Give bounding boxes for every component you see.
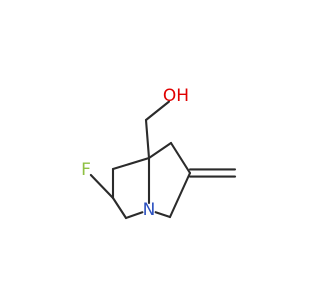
bond-o-c-oh: [144, 100, 171, 122]
bond-c-right-bottom-c-exo: [168, 171, 192, 219]
bond-line: [89, 173, 115, 200]
bond-line: [168, 171, 192, 219]
atom-label-n: N: [143, 200, 156, 220]
atom-label-layer: OH F N: [81, 86, 189, 220]
bond-c-bridge-c-left-top: [111, 156, 151, 171]
bond-line: [144, 100, 171, 122]
bond-line: [144, 118, 151, 160]
bond-line: [111, 156, 151, 171]
bond-line: [124, 211, 144, 220]
atom-label-o: OH: [163, 86, 189, 106]
molecule-structure: OH F N: [81, 86, 237, 220]
bond-layer: [89, 100, 237, 220]
bond-c-oh-c-bridge: [144, 118, 151, 160]
bond-c-left-bottom-n: [124, 211, 144, 220]
bond-c-cf-c-left-bottom: [111, 196, 128, 220]
bond-line: [147, 141, 173, 160]
bond-c-cf-f: [89, 173, 115, 200]
bond-line: [169, 141, 192, 175]
bond-c-right-top-c-bridge: [147, 141, 173, 160]
molecule-canvas: OH F N: [81, 86, 237, 220]
bond-line: [154, 211, 172, 219]
bond-c-exo-c-methylene: [188, 168, 237, 178]
bond-c-exo-c-right-top: [169, 141, 192, 175]
atom-label-f: F: [81, 160, 91, 180]
bond-line: [111, 196, 128, 220]
bond-n-c-right-bottom: [154, 211, 172, 219]
